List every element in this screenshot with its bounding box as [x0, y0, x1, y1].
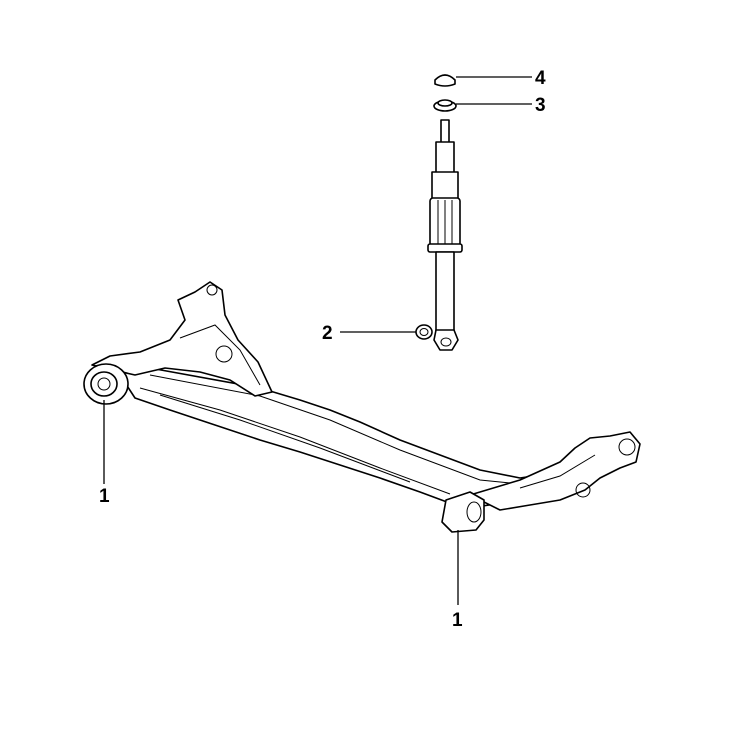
callout-3: 3	[535, 95, 546, 116]
callout-1-right: 1	[452, 610, 463, 631]
rear-beam-axle-icon	[83, 281, 641, 533]
shock-absorber-icon	[427, 119, 463, 351]
right-bushing-icon	[441, 491, 485, 533]
left-bushing-icon	[83, 363, 129, 405]
shock-mount-cap-icon	[434, 74, 456, 87]
callout-4: 4	[535, 68, 546, 89]
callout-2: 2	[322, 323, 333, 344]
shock-lower-bushing-icon	[415, 324, 433, 340]
callout-1-left: 1	[99, 486, 110, 507]
shock-mount-seat-icon	[433, 99, 457, 112]
